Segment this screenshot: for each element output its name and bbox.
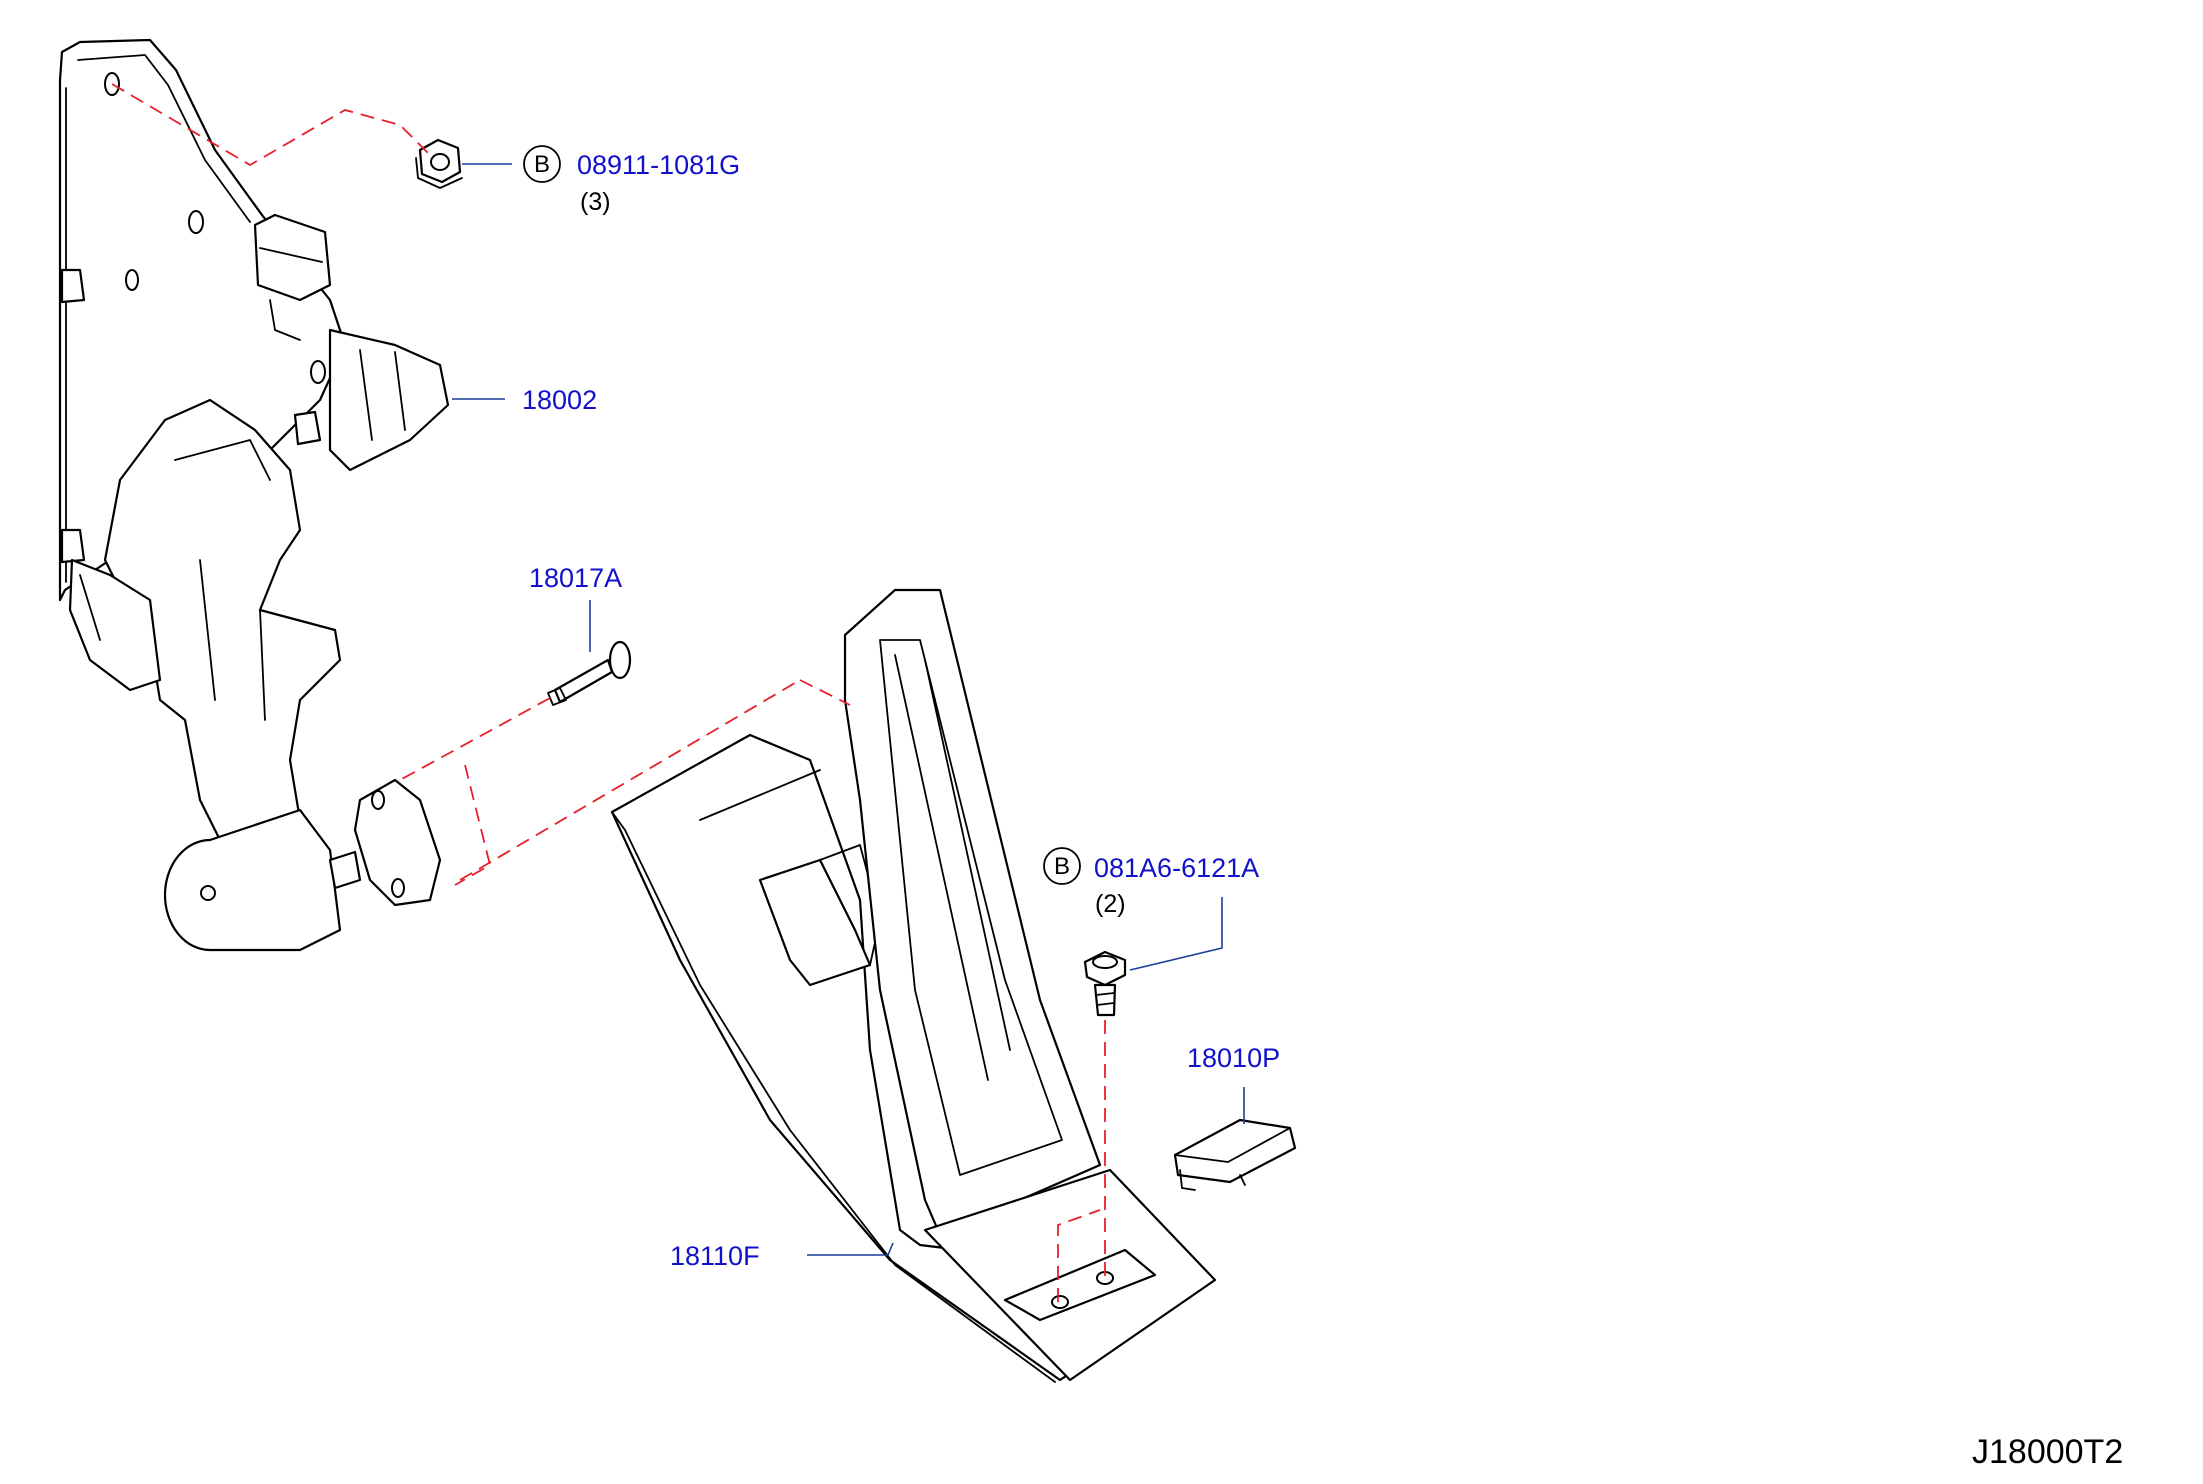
quantity-label: (2) [1095, 890, 1126, 918]
part-number-label[interactable]: 18002 [522, 385, 597, 415]
badge-letter: B [534, 151, 550, 178]
callout-pedal-assembly[interactable]: 18002 [522, 385, 597, 415]
accelerator-pedal-assembly-icon[interactable] [58, 38, 450, 952]
diagram-code: J18000T2 [1972, 1433, 2123, 1471]
callout-clip[interactable]: 18010P [1187, 1043, 1280, 1073]
part-number-label[interactable]: 18110F [670, 1241, 760, 1271]
quantity-label: (3) [580, 188, 611, 216]
callout-bolt[interactable]: B 081A6-6121A (2) [1043, 847, 1259, 918]
part-number-label[interactable]: 18017A [529, 563, 622, 593]
part-number-label[interactable]: 081A6-6121A [1094, 853, 1259, 883]
part-number-label[interactable]: 18010P [1187, 1043, 1280, 1073]
pedal-pad-icon[interactable] [610, 588, 1217, 1383]
badge-circle [523, 145, 561, 183]
bolt-icon[interactable] [1083, 950, 1127, 1017]
leader-lines [452, 163, 1245, 1256]
clip-icon[interactable] [1173, 1118, 1297, 1191]
callout-nut[interactable]: B 08911-1081G (3) [523, 145, 740, 216]
pin-icon[interactable] [547, 640, 632, 706]
assembly-lines [111, 83, 1106, 1302]
callout-pin[interactable]: 18017A [529, 563, 622, 593]
part-number-label[interactable]: 08911-1081G [577, 150, 740, 180]
badge-circle [1043, 847, 1081, 885]
callout-pedal-pad[interactable]: 18110F [670, 1241, 760, 1271]
badge-letter: B [1054, 853, 1070, 880]
flange-nut-icon[interactable] [415, 138, 463, 189]
